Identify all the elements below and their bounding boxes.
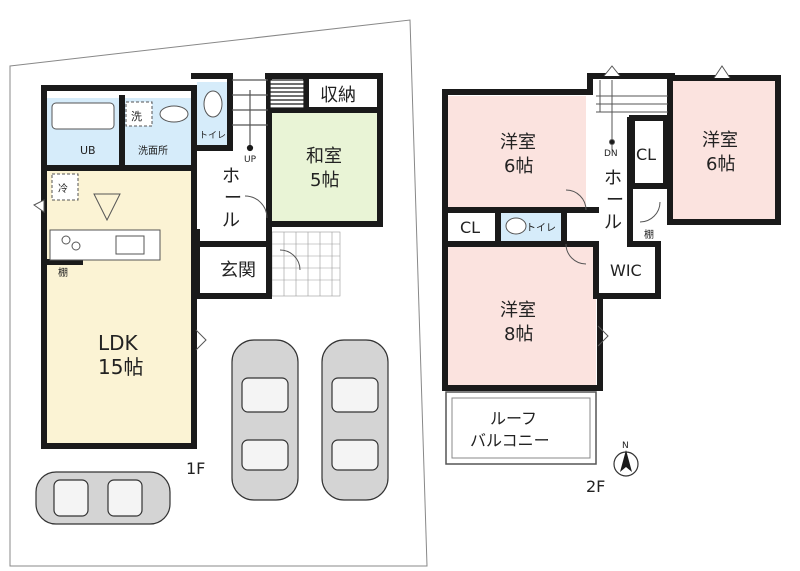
ldk-size: 15帖 [98,355,143,379]
hall-2f-char-3: ル [604,212,622,233]
hall-1f [197,148,269,232]
yoshitsu-a-size: 6帖 [504,156,533,177]
hall-1f-char-3: ル [222,210,240,231]
ldk-name: LDK [98,331,139,355]
floor-1f-label: 1F [186,459,205,478]
yoshitsu-b-room [672,80,776,222]
compass-label: N [622,441,629,451]
car-icon [231,339,299,501]
stairs-2f [596,80,668,150]
wic-label: WIC [610,261,642,280]
shelf-label: 棚 [58,266,68,279]
doors-2f [565,65,731,347]
storage-label: 収納 [320,85,356,106]
pantry-mark [93,193,121,222]
washitsu-name: 和室 [306,146,342,167]
hall-2f-char-1: ホ [604,168,622,189]
roof-balcony [445,391,597,465]
compass-icon [613,450,639,477]
ldk-room [44,168,194,446]
genkan-tiles [271,231,341,297]
kitchen-sink [115,235,145,255]
toilet-fixture-2f [505,217,527,235]
washitsu-size: 5帖 [310,170,339,191]
toilet-fixture [203,90,223,118]
washitsu-room [272,110,380,224]
sink [159,105,189,123]
hall-1f-char-1: ホ [222,166,240,187]
dn-label: DN [604,149,618,159]
toilet-label: トイレ [199,131,226,141]
washroom-label: 洗面所 [138,145,168,157]
cl-right-label: CL [636,145,656,164]
balcony-line-2: バルコニー [470,431,550,450]
stove-burner [61,235,71,245]
yoshitsu-c-size: 8帖 [504,324,533,345]
floor-2f-label: 2F [586,477,605,496]
genkan-room [197,244,269,296]
up-label: UP [244,155,257,165]
yoshitsu-c-room [448,246,596,388]
yoshitsu-a-room [448,96,586,208]
balcony-line-1: ルーフ [490,409,537,428]
genkan-label: 玄関 [220,260,256,281]
yoshitsu-b-size: 6帖 [706,154,735,175]
site-boundary [9,19,428,567]
car-icon [35,471,171,525]
yoshitsu-a-name: 洋室 [500,132,536,153]
hall-1f-char-2: ー [224,188,242,209]
car-icon [321,339,389,501]
ub-label: UB [80,144,96,157]
roof-balcony-inner [451,397,591,459]
hall-2f-char-2: ー [606,190,624,211]
cl-left-label: CL [460,218,480,237]
fridge-mark: 冷 [58,182,68,195]
fridge-spot [51,173,79,201]
washing-machine-spot [125,101,153,127]
wash-mark: 洗 [131,110,142,123]
yoshitsu-c-name: 洋室 [500,300,536,321]
fixtures-1f [49,90,223,261]
doors-1f [33,195,301,351]
cars [35,339,389,525]
bathtub [51,102,115,130]
walls-2f [442,73,781,391]
walls-1f [41,73,383,449]
stove-burner [71,241,81,251]
shelf-2f-label: 棚 [644,228,654,241]
yoshitsu-b-name: 洋室 [702,130,738,151]
toilet-2f-label: トイレ [526,223,556,234]
stairs-1f [232,79,305,152]
